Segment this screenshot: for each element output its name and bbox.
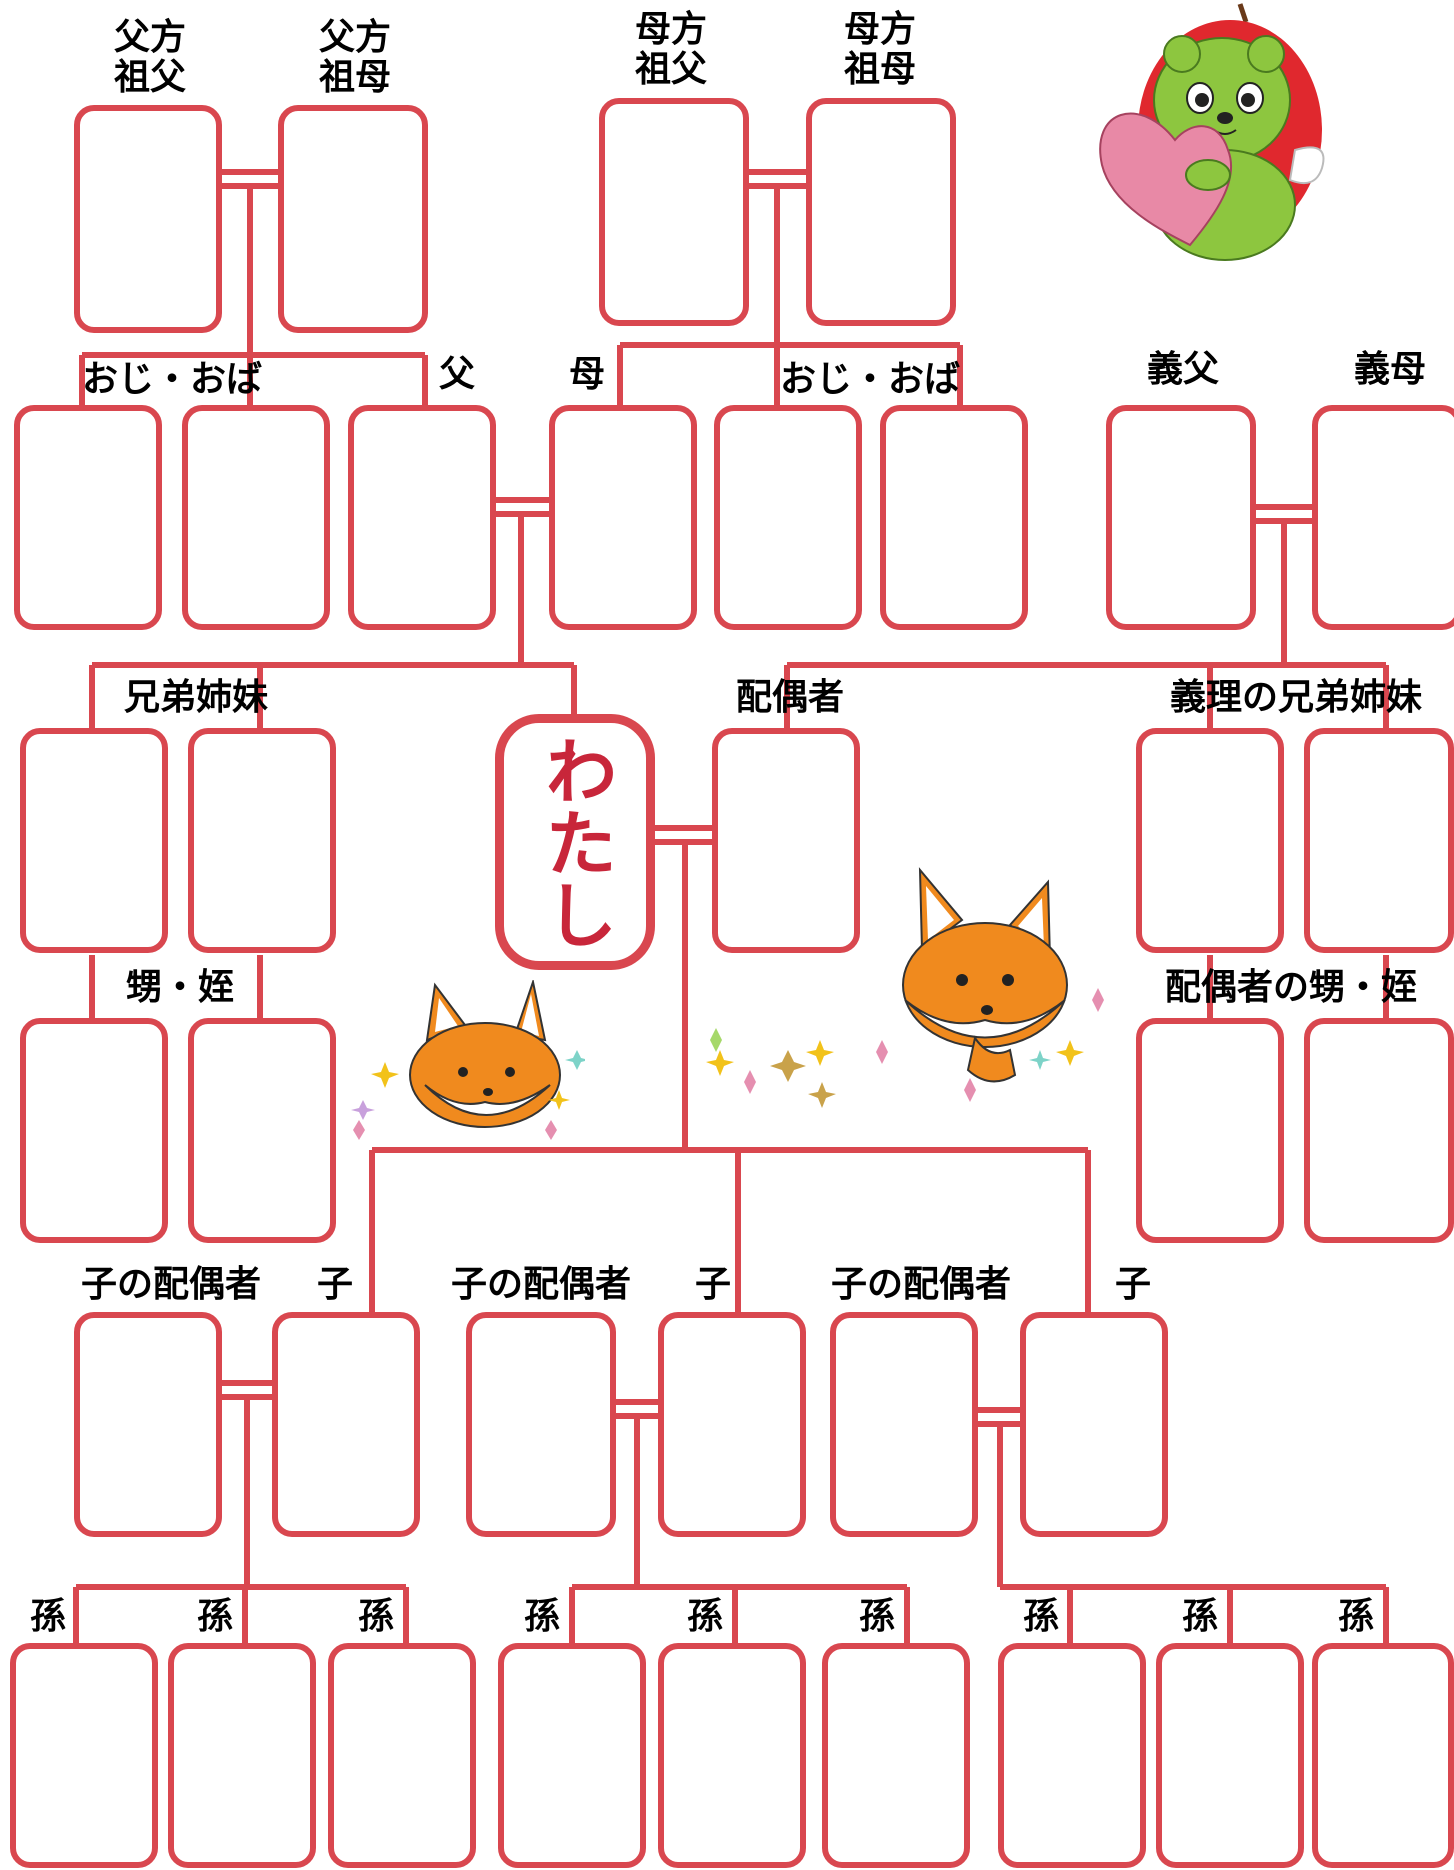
child-box-1[interactable] [272,1312,420,1537]
child-spouse-box-1[interactable] [74,1312,222,1537]
fox-face-decoration [351,980,585,1140]
label-child-spouse-2: 子の配偶者 [450,1264,631,1305]
label-grandchild-8: 孫 [1181,1596,1218,1637]
grandchild-box-5[interactable] [658,1643,806,1868]
label-grandchild-7: 孫 [1022,1596,1059,1637]
paternal-uncle-aunt-box-2[interactable] [182,405,330,630]
label-grandchild-3: 孫 [357,1596,394,1637]
label-uncle-aunt-maternal: おじ・おば [779,359,960,400]
label-grandchild-6: 孫 [858,1596,895,1637]
label-paternal-grandmother: 父方祖母 [318,17,391,98]
father-box[interactable] [348,405,496,630]
label-grandchild-9: 孫 [1337,1596,1374,1637]
grandchild-box-1[interactable] [10,1643,158,1868]
label-child-spouse-1: 子の配偶者 [80,1264,261,1305]
label-grandchild-5: 孫 [686,1596,723,1637]
nephew-niece-box-2[interactable] [188,1018,336,1243]
sibling-box-2[interactable] [188,728,336,953]
fox-thinking-decoration [706,867,1104,1108]
child-box-2[interactable] [658,1312,806,1537]
me-label: わたし [533,734,617,950]
sibling-in-law-box-2[interactable] [1304,728,1454,953]
label-child-2: 子 [694,1264,731,1305]
sibling-in-law-box-1[interactable] [1136,728,1284,953]
grandchild-box-3[interactable] [328,1643,476,1868]
spouse-nephew-niece-box-1[interactable] [1136,1018,1284,1243]
label-maternal-grandmother: 母方祖母 [843,9,916,90]
spouse-nephew-niece-box-2[interactable] [1304,1018,1454,1243]
label-mother-in-law: 義母 [1353,349,1426,390]
grandchild-box-2[interactable] [168,1643,316,1868]
label-mother: 母 [568,354,605,395]
mascot-apple-bear [1099,3,1325,261]
nephew-niece-box-1[interactable] [20,1018,168,1243]
mother-in-law-box[interactable] [1312,405,1454,630]
paternal-uncle-aunt-box-1[interactable] [14,405,162,630]
label-paternal-grandfather: 父方祖父 [113,17,186,98]
label-uncle-aunt-paternal: おじ・おば [81,359,262,400]
mother-box[interactable] [549,405,697,630]
spouse-box[interactable] [712,728,860,953]
label-father: 父 [438,354,475,395]
grandchild-box-4[interactable] [498,1643,646,1868]
grandchild-box-6[interactable] [822,1643,970,1868]
child-spouse-box-2[interactable] [466,1312,616,1537]
sibling-box-1[interactable] [20,728,168,953]
child-box-3[interactable] [1020,1312,1168,1537]
father-in-law-box[interactable] [1106,405,1256,630]
label-child-spouse-3: 子の配偶者 [830,1264,1011,1305]
label-siblings: 兄弟姉妹 [123,677,268,718]
maternal-grandfather-box[interactable] [599,98,749,326]
grandchild-box-9[interactable] [1312,1643,1454,1868]
label-spouse: 配偶者 [735,677,844,718]
label-child-3: 子 [1114,1264,1151,1305]
paternal-grandfather-box[interactable] [74,105,222,333]
grandchild-box-8[interactable] [1156,1643,1304,1868]
label-siblings-in-law: 義理の兄弟姉妹 [1169,677,1422,718]
label-nephew-niece: 甥・姪 [125,967,234,1008]
label-child-1: 子 [316,1264,353,1305]
label-grandchild-2: 孫 [196,1596,233,1637]
label-father-in-law: 義父 [1146,349,1219,390]
label-grandchild-1: 孫 [29,1596,66,1637]
label-maternal-grandfather: 母方祖父 [634,9,707,90]
label-grandchild-4: 孫 [523,1596,560,1637]
paternal-grandmother-box[interactable] [278,105,428,333]
label-spouse-nephew-niece: 配偶者の甥・姪 [1164,967,1417,1008]
maternal-grandmother-box[interactable] [806,98,956,326]
child-spouse-box-3[interactable] [830,1312,978,1537]
grandchild-box-7[interactable] [998,1643,1146,1868]
me-box[interactable] [495,714,655,970]
maternal-uncle-aunt-box-1[interactable] [714,405,862,630]
maternal-uncle-aunt-box-2[interactable] [880,405,1028,630]
